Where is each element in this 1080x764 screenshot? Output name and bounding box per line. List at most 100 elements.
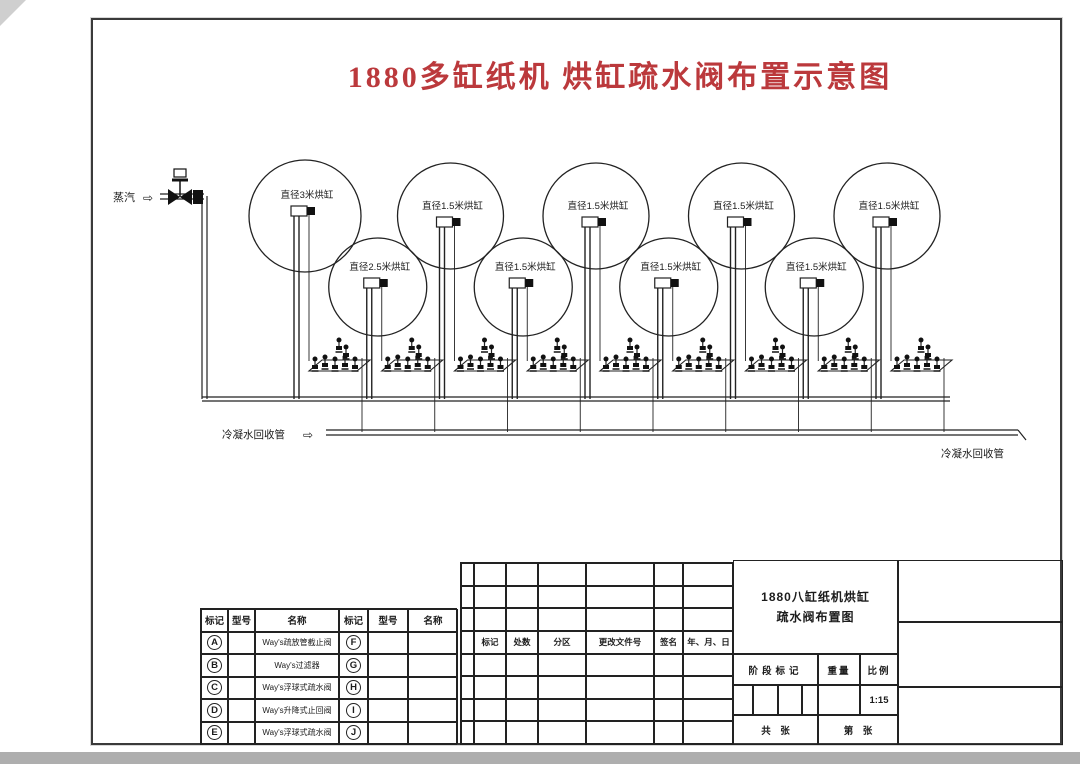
legend-header: 标记 [339, 609, 368, 632]
legend-mark-cell: I [339, 699, 368, 722]
stage-sub-cell [753, 685, 778, 715]
legend-mark-cell: C [201, 676, 228, 699]
cylinder-group: 直径3米烘缸 [248, 159, 372, 432]
legend-mark-badge: A [207, 635, 222, 651]
legend-model-cell [228, 654, 255, 677]
legend-mark-cell: J [339, 721, 368, 744]
cylinder-label: 直径2.5米烘缸 [349, 261, 410, 273]
revision-empty-cell [461, 585, 474, 609]
revision-empty-cell [538, 608, 586, 631]
scale-value-cell: 1:15 [860, 685, 898, 715]
sheets-total-cell: 共 张 [733, 715, 818, 745]
legend-model-cell [228, 721, 255, 744]
steam-inlet-piping [160, 193, 1027, 441]
scale-label-cell: 比例 [860, 654, 898, 685]
revision-empty-cell [538, 721, 586, 744]
legend-name-cell: Way's浮球式疏水阀 [255, 721, 339, 744]
legend-name-cell: Way's浮球式疏水阀 [255, 676, 339, 699]
revision-empty-cell [683, 653, 734, 677]
revision-empty-cell [474, 676, 506, 699]
cylinder-label: 直径1.5米烘缸 [568, 200, 629, 212]
legend-mark-cell: E [201, 721, 228, 744]
legend-header: 型号 [228, 609, 255, 632]
drawing-title-line2: 疏水阀布置图 [776, 610, 855, 624]
revision-empty-cell [461, 608, 474, 631]
legend-model-cell [368, 721, 408, 744]
legend-header: 名称 [255, 609, 339, 632]
cylinder-circle [619, 237, 719, 337]
revision-empty-cell [654, 721, 683, 744]
revision-empty-cell [506, 698, 538, 722]
revision-table: 标记处数分区更改文件号签名年、月、日 [460, 562, 734, 745]
title-block-right-mid-cell [898, 622, 1063, 687]
legend-mark-badge: I [346, 702, 361, 718]
revision-empty-cell [683, 721, 734, 744]
cylinder-group: 直径1.5米烘缸 [764, 237, 881, 432]
legend-header: 型号 [368, 609, 408, 632]
photo-corner-artifact [0, 0, 26, 26]
revision-empty-cell [506, 608, 538, 631]
revision-empty-cell [586, 721, 654, 744]
weight-label-cell: 重量 [818, 654, 860, 685]
revision-empty-cell [506, 676, 538, 699]
legend-name-cell [408, 631, 458, 654]
legend-model-cell [228, 631, 255, 654]
legend-name-cell [408, 699, 458, 722]
revision-empty-cell [538, 585, 586, 609]
revision-header: 处数 [506, 630, 538, 654]
legend-mark-cell: H [339, 676, 368, 699]
legend-mark-cell: G [339, 654, 368, 677]
stage-label-cell: 阶段标记 [733, 654, 818, 685]
cylinder-group: 直径1.5米烘缸 [542, 162, 663, 432]
revision-empty-cell [586, 585, 654, 609]
cylinder-group: 直径2.5米烘缸 [328, 237, 445, 432]
legend-name-cell: Way's疏放管截止阀 [255, 631, 339, 654]
revision-empty-cell [474, 608, 506, 631]
cylinder-label: 直径1.5米烘缸 [859, 200, 920, 212]
revision-empty-cell [506, 585, 538, 609]
revision-empty-cell [586, 653, 654, 677]
revision-empty-cell [474, 653, 506, 677]
cylinder-label: 直径3米烘缸 [281, 189, 334, 201]
legend-mark-badge: G [346, 657, 361, 673]
legend-mark-cell: F [339, 631, 368, 654]
steam-label: 蒸汽 [113, 190, 135, 204]
cylinder-label: 直径1.5米烘缸 [640, 261, 701, 273]
legend-mark-badge: B [207, 657, 222, 673]
revision-empty-cell [506, 563, 538, 586]
cylinder-circle [328, 237, 428, 337]
revision-header: 标记 [474, 630, 506, 654]
legend-mark-badge: F [346, 635, 361, 651]
cylinder-group: 直径1.5米烘缸 [473, 237, 590, 432]
revision-empty-cell [538, 698, 586, 722]
revision-empty-cell [506, 721, 538, 744]
legend-header: 名称 [408, 609, 458, 632]
cylinder-group: 直径1.5米烘缸 [833, 162, 954, 432]
weight-value-cell [818, 685, 860, 715]
revision-empty-cell [461, 721, 474, 744]
legend-name-cell [408, 721, 458, 744]
drying-cylinders: 直径3米烘缸直径2.5米烘缸直径1.5米烘缸直径1.5米烘缸直径1.5米烘缸直径… [248, 159, 954, 432]
revision-empty-cell [474, 585, 506, 609]
revision-empty-cell [654, 676, 683, 699]
revision-empty-cell [461, 698, 474, 722]
revision-empty-cell [586, 608, 654, 631]
condensate-label-left: 冷凝水回收管 [222, 428, 285, 441]
legend-name-cell: Way's升降式止回阀 [255, 699, 339, 722]
steam-arrow-icon: ⇨ [143, 191, 153, 205]
revision-empty-cell [506, 653, 538, 677]
legend-mark-badge: C [207, 680, 222, 696]
drawing-title-cell: 1880八缸纸机烘缸 疏水阀布置图 [733, 560, 898, 654]
title-block-right-top-cell [898, 560, 1063, 622]
legend-model-cell [368, 676, 408, 699]
revision-empty-cell [538, 676, 586, 699]
revision-empty-cell [461, 563, 474, 586]
legend-model-cell [368, 699, 408, 722]
photo-edge-artifact [0, 752, 1080, 764]
revision-empty-cell [538, 653, 586, 677]
revision-header: 更改文件号 [586, 630, 654, 654]
revision-empty-cell [683, 676, 734, 699]
legend-mark-badge: H [346, 680, 361, 696]
sheet-number-cell: 第 张 [818, 715, 898, 745]
